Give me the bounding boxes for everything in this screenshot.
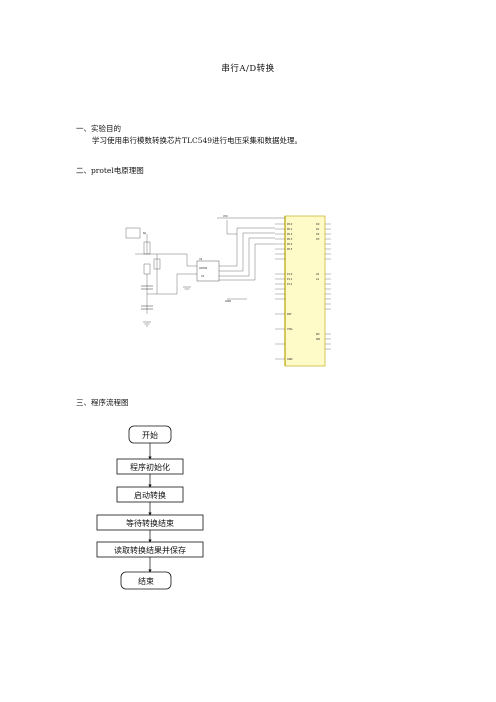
svg-text:D3: D3 [316,238,320,241]
svg-text:RD: RD [316,333,320,336]
flow-start-label: 开始 [142,430,158,440]
svg-text:D1: D1 [316,228,320,231]
svg-text:A0: A0 [316,273,320,276]
section-heading-objective: 一、实验目的 [76,124,121,133]
schematic-diagram: P0.0P0.1P0.2 P0.3P0.4P0.5 P1.0P1.1P1.2 R… [117,214,339,372]
svg-text:AD549: AD549 [199,267,208,270]
svg-text:U1: U1 [201,275,205,278]
flow-start-conversion-label: 启动转换 [134,490,166,500]
svg-text:A1: A1 [316,278,320,281]
mcu-chip [284,215,326,367]
svg-text:U2: U2 [199,258,203,261]
svg-text:P1.2: P1.2 [287,283,293,286]
adc-chip [196,260,220,282]
svg-text:XTAL: XTAL [287,328,294,331]
svg-text:P0.5: P0.5 [287,248,293,251]
flow-end [120,571,172,590]
flow-init-label: 程序初始化 [130,462,170,472]
svg-text:VCC: VCC [223,215,228,218]
svg-text:RST: RST [287,313,292,316]
svg-text:WR: WR [316,338,320,341]
flow-end-label: 结束 [138,576,154,586]
section-heading-schematic: 二、protel电原理图 [76,166,144,175]
objective-text: 学习使用串行模数转换芯片TLC549进行电压采集和数据处理。 [92,136,303,145]
flow-read-save-label: 读取转换结果并保存 [114,545,186,555]
svg-text:P0.4: P0.4 [287,243,293,246]
svg-text:ADIN: ADIN [225,300,231,303]
svg-text:Rp: Rp [143,232,147,235]
svg-text:P1.1: P1.1 [287,278,293,281]
svg-text:GND: GND [287,358,293,361]
svg-text:P0.1: P0.1 [287,228,293,231]
section-heading-flowchart: 三、程序流程图 [76,398,129,407]
svg-text:P1.0: P1.0 [287,273,293,276]
svg-text:P0.2: P0.2 [287,233,293,236]
svg-text:D0: D0 [316,223,320,226]
svg-text:P0.3: P0.3 [287,238,293,241]
svg-text:P0.0: P0.0 [287,223,293,226]
flow-wait-label: 等待转换结束 [126,518,174,528]
svg-text:D2: D2 [316,233,320,236]
page-title: 串行A/D转换 [221,64,275,74]
flowchart: 开始 程序初始化 启动转换 等待转换结束 读取转换结果并保存 结束 [96,425,204,590]
